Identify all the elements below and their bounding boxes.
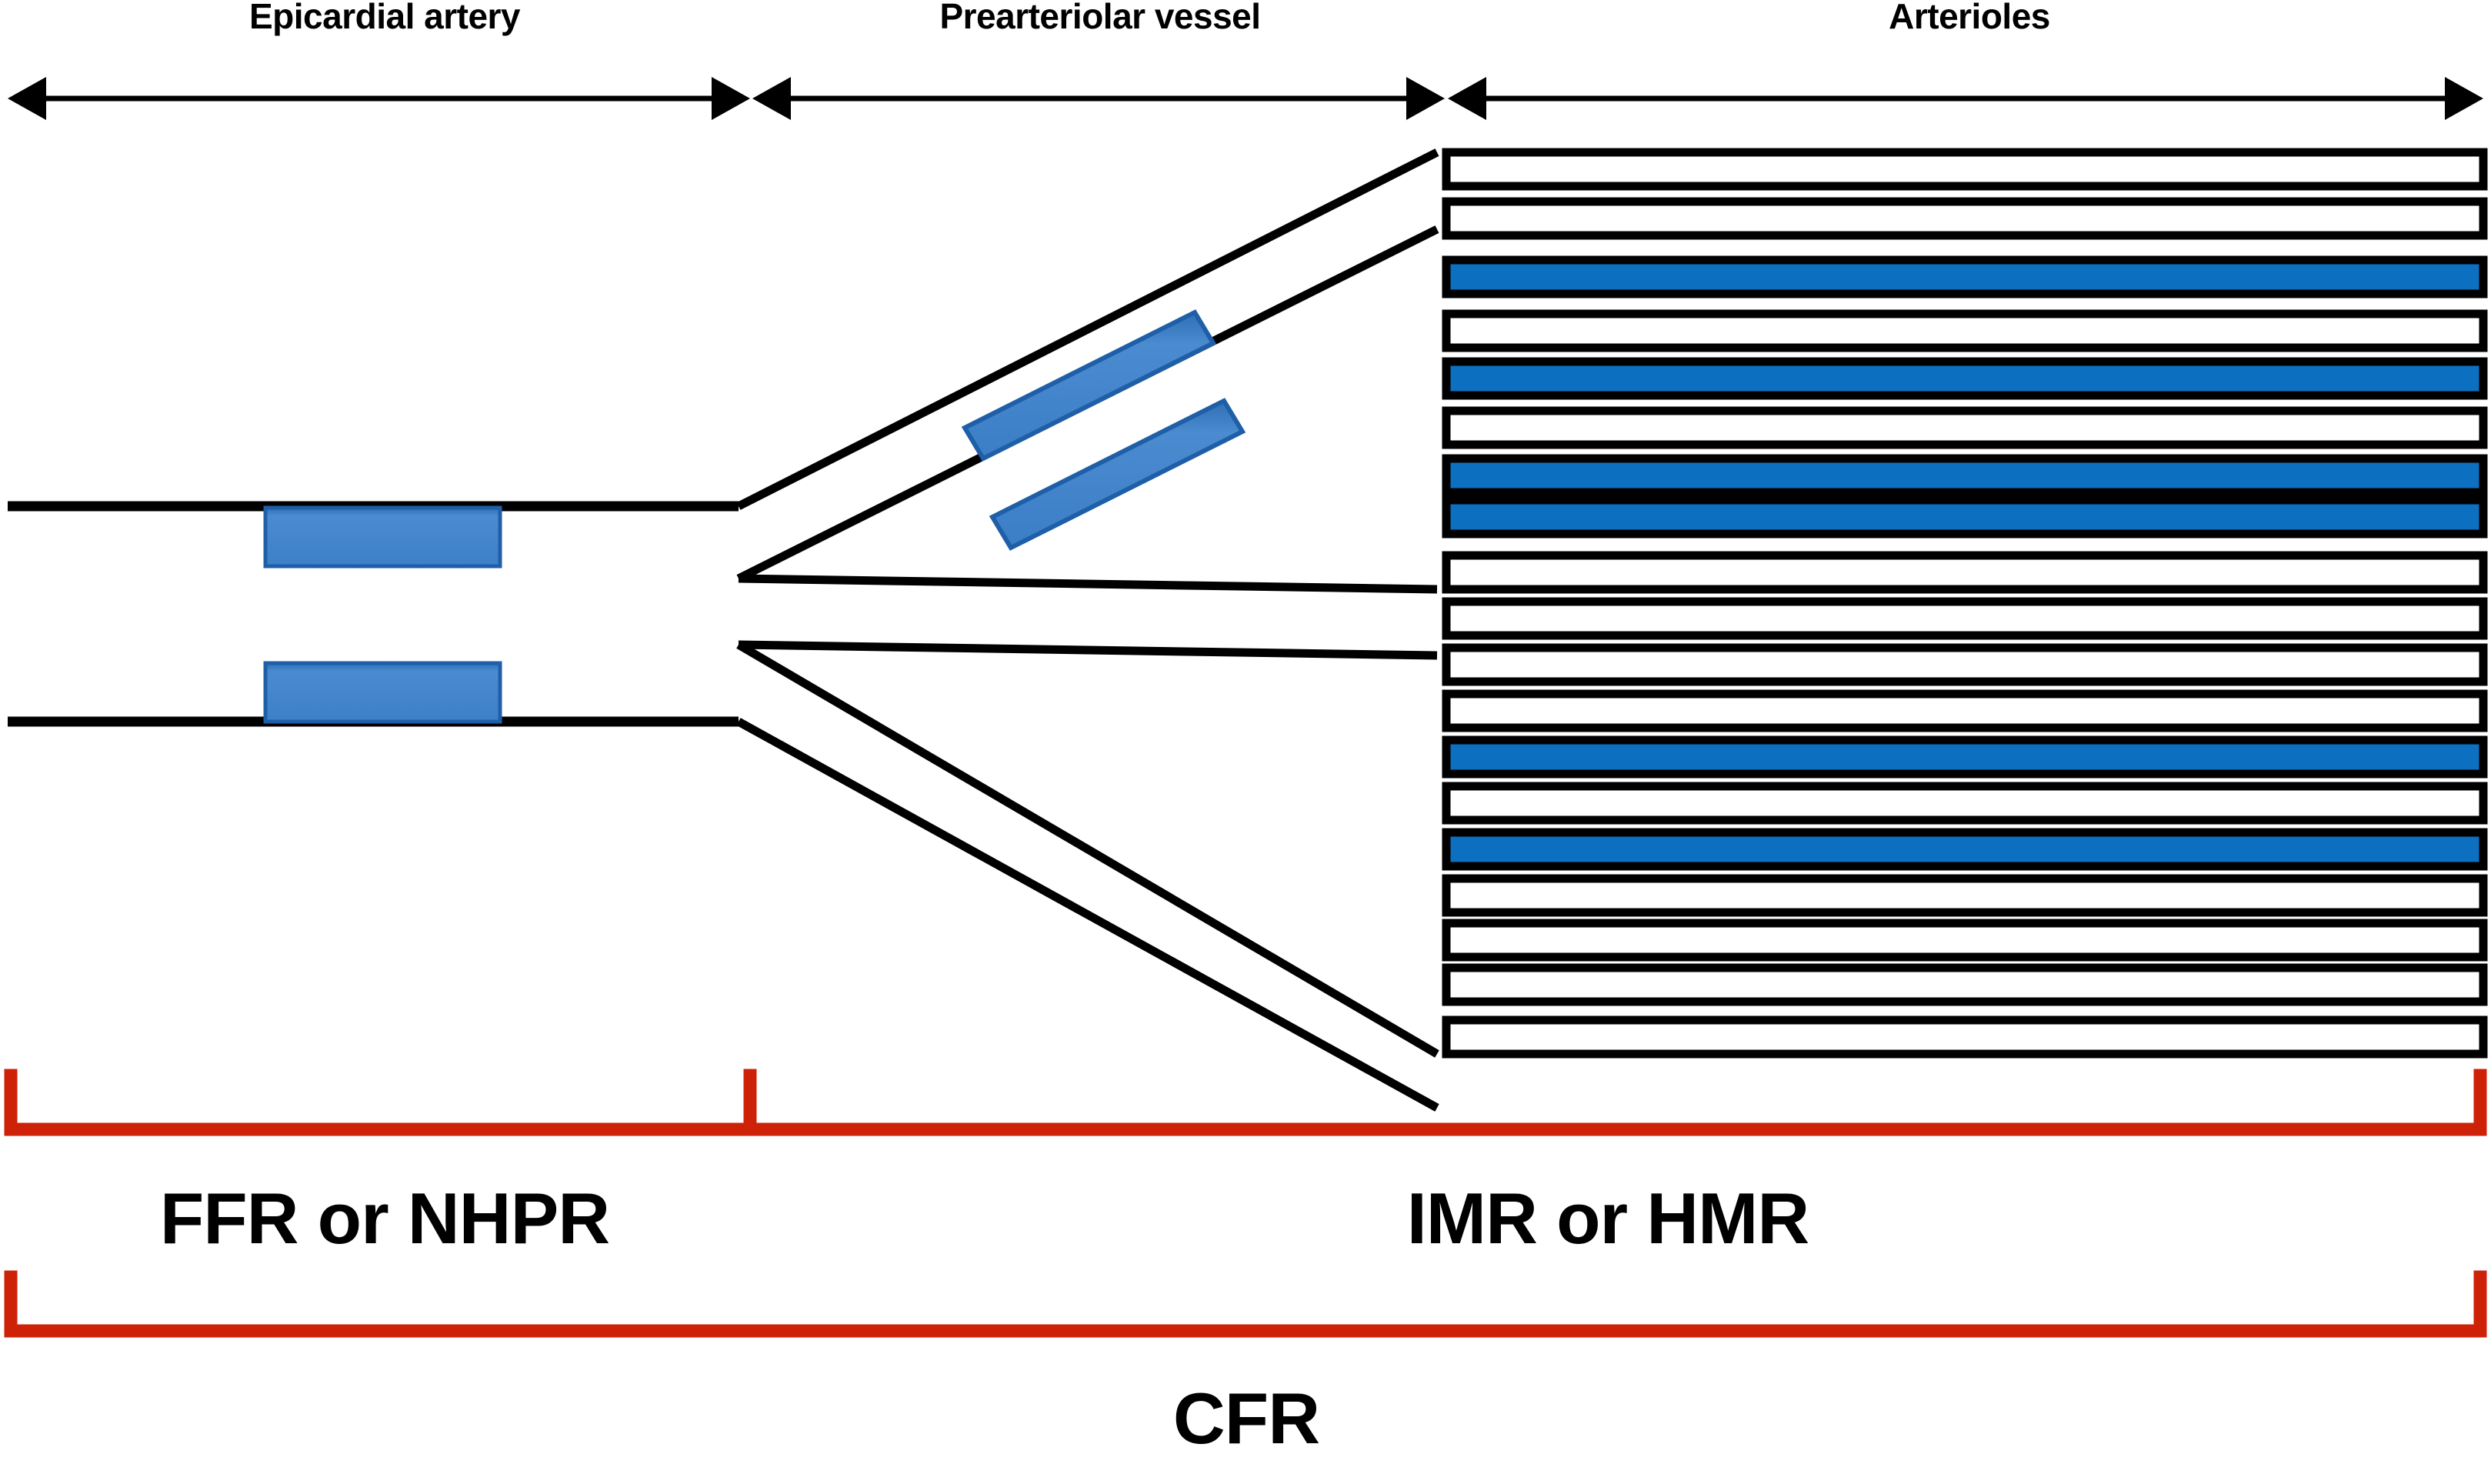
arteriole-bar-14 xyxy=(1442,782,2488,825)
arterioles-group xyxy=(1442,148,2488,1059)
axis-arrowhead-right-epicardial xyxy=(712,77,750,120)
arteriole-bar-18 xyxy=(1442,963,2488,1006)
prearteriolar-plaques-group xyxy=(961,309,1246,551)
segment-axis-group xyxy=(8,77,2483,120)
lower-branch-straight-limb xyxy=(738,640,1438,660)
arteriole-bar-6 xyxy=(1442,406,2488,449)
arteriole-bar-7 xyxy=(1442,454,2488,497)
arteriole-bar-9 xyxy=(1442,551,2488,594)
arteriole-bar-3 xyxy=(1442,255,2488,298)
arteriole-bar-1 xyxy=(1442,148,2488,191)
arteriole-bar-5 xyxy=(1442,357,2488,400)
epicardial-plaques-group xyxy=(263,505,502,724)
segment-label-epicardial-artery: Epicardial artery xyxy=(248,0,521,36)
upper-branch-straight-limb xyxy=(738,574,1438,594)
arteriole-bar-4 xyxy=(1442,309,2488,352)
upper-bracket-baseline xyxy=(4,1069,2487,1136)
arteriole-bar-15 xyxy=(1442,828,2488,871)
arteriole-bar-19 xyxy=(1442,1015,2488,1059)
axis-arrowhead-right-prearteriolar xyxy=(1406,77,1445,120)
lower-branch-inner-wall xyxy=(736,641,1439,1058)
axis-arrowhead-left-arterioles xyxy=(1448,77,1486,120)
arteriole-bar-8 xyxy=(1442,495,2488,539)
cfr-bracket-baseline xyxy=(4,1270,2487,1338)
upper-branch-outer-wall xyxy=(736,148,1439,510)
vessel-branching-group xyxy=(736,148,1439,1112)
arteriole-bar-2 xyxy=(1442,197,2488,240)
arteriole-bar-10 xyxy=(1442,597,2488,640)
segment-label-arterioles: Arterioles xyxy=(1889,0,2050,36)
arteriole-bar-11 xyxy=(1442,643,2488,686)
index-label-ffr-nhpr: FFR or NHPR xyxy=(159,1178,610,1259)
epicardial-lower-plaque xyxy=(263,661,502,724)
epicardial-upper-plaque xyxy=(263,505,502,569)
axis-arrowhead-left-epicardial xyxy=(8,77,46,120)
arteriole-bar-17 xyxy=(1442,919,2488,962)
index-label-imr-hmr: IMR or HMR xyxy=(1406,1178,1810,1259)
prearteriolar-lower-plaque xyxy=(989,398,1246,551)
axis-arrowhead-left-prearteriolar xyxy=(752,77,791,120)
prearteriolar-upper-plaque xyxy=(961,309,1217,462)
arteriole-bar-12 xyxy=(1442,689,2488,732)
axis-arrowhead-right-arterioles xyxy=(2445,77,2483,120)
lower-branch-outer-wall xyxy=(736,718,1439,1112)
arteriole-bar-16 xyxy=(1442,874,2488,917)
segment-label-prearteriolar-vessel: Prearteriolar vessel xyxy=(939,0,1261,36)
index-label-cfr: CFR xyxy=(1172,1378,1320,1459)
index-brackets-group xyxy=(4,1069,2487,1338)
arteriole-bar-13 xyxy=(1442,735,2488,779)
